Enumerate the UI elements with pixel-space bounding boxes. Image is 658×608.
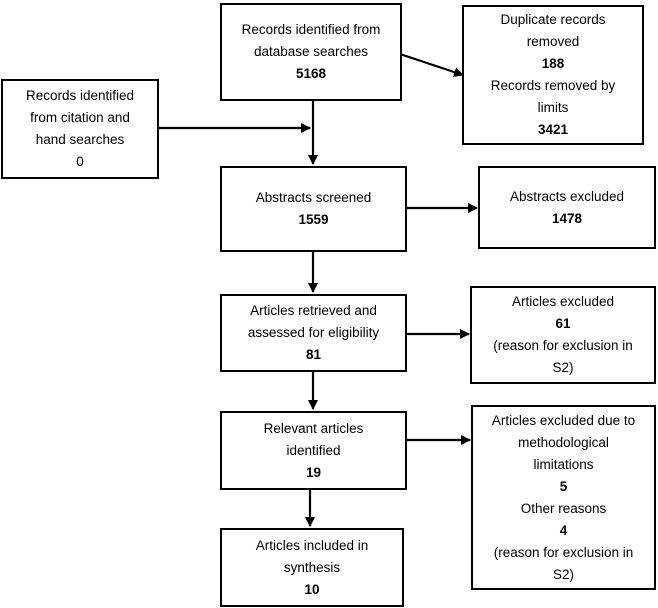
screened-line1: Abstracts screened bbox=[255, 190, 372, 205]
articles-excluded-line1: Articles excluded bbox=[511, 294, 615, 309]
duplicates-count: 188 bbox=[541, 56, 565, 71]
duplicates-line1: Duplicate records bbox=[500, 12, 606, 27]
duplicates-line2: removed bbox=[526, 34, 580, 49]
articles-excluded-count: 61 bbox=[555, 316, 571, 331]
method-excluded-count: 5 bbox=[559, 478, 568, 494]
method-excluded-count2: 4 bbox=[559, 522, 568, 538]
citation-count: 0 bbox=[76, 154, 84, 169]
method-excluded-line1: Articles excluded due to bbox=[491, 412, 636, 428]
duplicates-count2: 3421 bbox=[537, 122, 569, 137]
database-searches-box: Records identified from database searche… bbox=[220, 3, 402, 101]
citation-searches-box: Records identified from citation and han… bbox=[1, 79, 159, 179]
articles-excluded-box: Articles excluded 61 (reason for exclusi… bbox=[470, 286, 656, 384]
included-count: 10 bbox=[304, 581, 320, 597]
citation-line2: from citation and bbox=[30, 110, 130, 125]
relevant-line2: identified bbox=[286, 442, 341, 458]
articles-excluded-note2: S2) bbox=[552, 360, 574, 375]
method-excluded-line4: Other reasons bbox=[520, 500, 607, 516]
duplicates-line4: limits bbox=[537, 100, 569, 115]
abstracts-excluded-line1: Abstracts excluded bbox=[509, 188, 625, 204]
retrieved-line1: Articles retrieved and bbox=[250, 303, 377, 318]
database-line1: Records identified from bbox=[241, 22, 381, 37]
method-excluded-line2: methodological bbox=[518, 434, 609, 450]
method-excluded-note2: S2) bbox=[552, 566, 574, 582]
articles-included-box: Articles included in synthesis 10 bbox=[220, 528, 404, 607]
retrieved-count: 81 bbox=[305, 347, 322, 362]
retrieved-line2: assessed for eligibility bbox=[247, 325, 380, 340]
included-line2: synthesis bbox=[283, 559, 341, 575]
relevant-articles-box: Relevant articles identified 19 bbox=[220, 411, 407, 490]
screened-count: 1559 bbox=[298, 212, 329, 227]
database-line2: database searches bbox=[253, 44, 369, 59]
duplicates-removed-box: Duplicate records removed 188 Records re… bbox=[462, 5, 644, 145]
abstracts-screened-box: Abstracts screened 1559 bbox=[220, 166, 407, 252]
included-line1: Articles included in bbox=[255, 537, 369, 553]
database-count: 5168 bbox=[295, 66, 327, 81]
citation-line1: Records identified bbox=[25, 88, 135, 103]
method-excluded-note1: (reason for exclusion in bbox=[493, 544, 634, 560]
abstracts-excluded-box: Abstracts excluded 1478 bbox=[478, 166, 656, 249]
duplicates-line3: Records removed by bbox=[490, 78, 616, 93]
abstracts-excluded-count: 1478 bbox=[551, 210, 583, 226]
relevant-line1: Relevant articles bbox=[263, 420, 364, 436]
method-excluded-line3: limitations bbox=[533, 456, 594, 472]
articles-retrieved-box: Articles retrieved and assessed for elig… bbox=[220, 294, 407, 372]
arrow-database-to-duplicates bbox=[399, 52, 464, 77]
articles-excluded-note1: (reason for exclusion in bbox=[493, 338, 633, 353]
methodological-excluded-box: Articles excluded due to methodological … bbox=[471, 405, 656, 590]
relevant-count: 19 bbox=[305, 464, 322, 480]
citation-line3: hand searches bbox=[35, 132, 125, 147]
